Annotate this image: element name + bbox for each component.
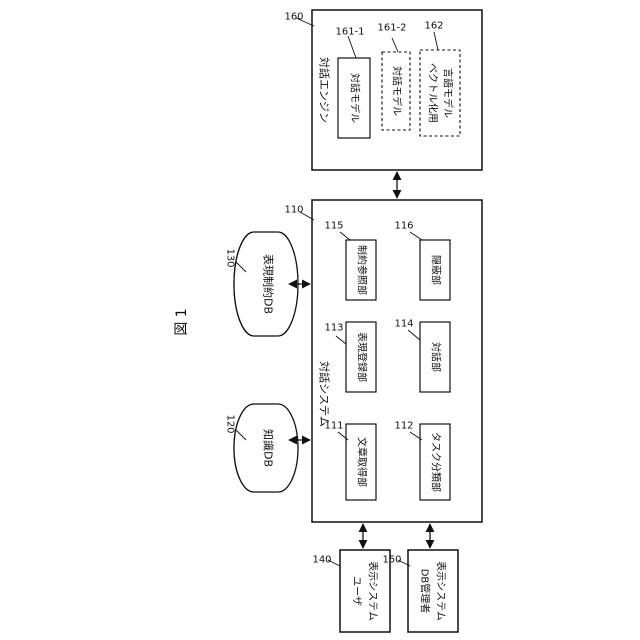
dialogue-model-2-label: 対話モデル — [391, 66, 404, 116]
db-admin-display-system-line1: DB管理者 — [419, 569, 432, 614]
unit-sentence-acquisition-ref: 111 — [324, 421, 343, 432]
vector-language-model-ref: 162 — [424, 21, 443, 32]
unit-sentence-acquisition-label: 文章取得部 — [356, 437, 369, 487]
dialogue-system-frame — [312, 200, 482, 522]
user-display-system-line2: 表示システム — [367, 561, 380, 621]
knowledge-db: 知識DB 120 — [225, 404, 299, 492]
figure-label: 図 1 — [174, 308, 190, 335]
dialogue-system-ref: 110 — [284, 205, 303, 216]
expression-control-db: 表現制約DB 130 — [225, 232, 299, 336]
dialogue-engine-block: 対話エンジン 160 対話モデル 161-1 対話モデル 161-2 ベクトル化… — [284, 10, 482, 170]
user-display-system: ユーザ 表示システム 140 — [312, 550, 390, 632]
db-admin-display-system-box — [408, 550, 458, 632]
vector-language-model-box — [420, 50, 460, 136]
unit-dialogue-label: 対話部 — [430, 342, 443, 372]
knowledge-db-label: 知識DB — [262, 429, 276, 467]
unit-expression-registration-label: 表現登録部 — [356, 332, 369, 382]
unit-constraint-reference-ref: 115 — [324, 221, 343, 232]
unit-constraint-reference-label: 制約参照部 — [356, 245, 369, 295]
knowledge-db-rim — [234, 404, 254, 492]
unit-expression-registration-ref: 113 — [324, 323, 343, 334]
user-display-system-ref: 140 — [312, 555, 331, 566]
vector-language-model-line1: ベクトル化用 — [427, 63, 440, 123]
expression-control-db-label: 表現制約DB — [262, 254, 276, 314]
dialogue-engine-title: 対話エンジン — [318, 57, 332, 123]
db-admin-display-system-ref: 150 — [382, 555, 401, 566]
dialogue-system-block: 対話システム 110 制約参照部 115 隠蔽部 116 表現登録部 113 対… — [284, 200, 482, 522]
user-display-system-line1: ユーザ — [351, 576, 363, 606]
knowledge-db-ref: 120 — [225, 414, 236, 433]
dialogue-model-1-ref: 161-1 — [335, 27, 364, 38]
vector-language-model-line2: 言語モデル — [442, 68, 455, 118]
db-admin-display-system-line2: 表示システム — [435, 561, 448, 621]
unit-concealment-label: 隠蔽部 — [430, 255, 443, 285]
dialogue-model-2-ref: 161-2 — [377, 23, 406, 34]
unit-concealment-ref: 116 — [394, 221, 413, 232]
expression-control-db-ref: 130 — [225, 248, 236, 267]
unit-task-classification-label: タスク分類部 — [430, 432, 443, 492]
dialogue-system-title: 対話システム — [318, 361, 332, 427]
unit-task-classification-ref: 112 — [394, 421, 413, 432]
expression-control-db-rim — [234, 232, 254, 336]
dialogue-engine-ref: 160 — [284, 12, 303, 23]
unit-dialogue-ref: 114 — [394, 319, 413, 330]
db-admin-display-system: DB管理者 表示システム 150 — [382, 550, 458, 632]
dialogue-model-1-label: 対話モデル — [349, 73, 362, 123]
